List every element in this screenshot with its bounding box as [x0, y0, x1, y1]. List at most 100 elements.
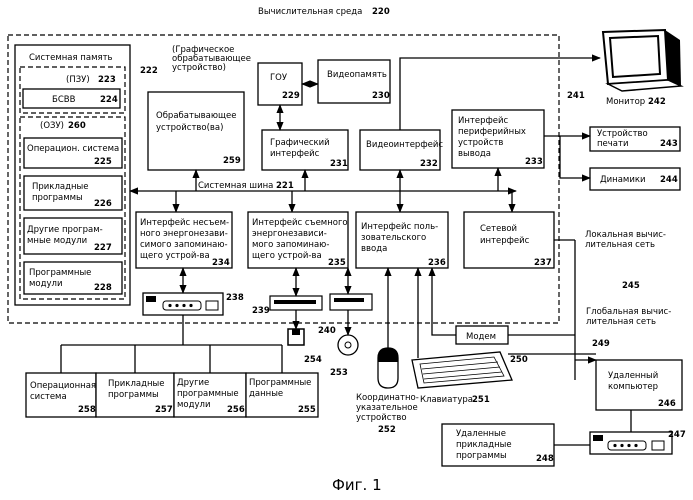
remote-pc-line2: компьютер — [608, 382, 658, 392]
system-memory-title: Системная память — [29, 53, 113, 63]
mouse-line1: Координатно- — [356, 393, 419, 403]
speakers-box: Динамики 244 — [590, 168, 680, 190]
gpu-label: ГОУ — [270, 73, 288, 83]
ref-253: 253 — [330, 368, 348, 378]
cpu-box: Обрабатывающее устройство(ва) 259 — [148, 92, 244, 170]
bbox-apps-line1: Прикладные — [108, 379, 164, 389]
hdd-num: 238 — [226, 293, 244, 303]
monitor-icon — [603, 30, 681, 91]
video-if-label: Видеоинтерфейс — [366, 140, 443, 150]
rem-line2: энергонезависи- — [252, 229, 327, 239]
ref-245: 245 — [622, 281, 640, 291]
bbox-os-line2: система — [30, 392, 67, 402]
other-num: 227 — [94, 243, 112, 253]
bbox-data-line2: данные — [249, 389, 283, 399]
bios-label: БСВВ — [52, 95, 76, 105]
remote-apps-num: 248 — [536, 454, 554, 464]
graphics-if-num: 231 — [330, 159, 348, 169]
graphics-interface-box: Графический интерфейс 231 — [262, 130, 348, 170]
cpu-num: 259 — [223, 156, 241, 166]
nonrem-line4: щего устрой-ва — [140, 251, 210, 261]
periph-if-line2: периферийных — [458, 127, 526, 137]
remote-apps-line3: программы — [456, 451, 507, 461]
video-memory-num: 230 — [372, 91, 390, 101]
gpu-box: ГОУ 229 — [258, 63, 302, 105]
periph-if-line4: вывода — [458, 149, 491, 159]
os-label: Операцион. система — [27, 144, 119, 154]
bbox-data-line1: Программные — [249, 378, 311, 388]
wan-line1: Глобальная вычис- — [586, 307, 671, 317]
network-interface-box: Сетевой интерфейс 237 — [464, 212, 554, 268]
rem-line1: Интерфейс съемного — [252, 218, 348, 228]
cpu-line1: Обрабатывающее — [156, 111, 237, 121]
ref-249: 249 — [592, 339, 610, 349]
remote-hdd-num: 247 — [668, 430, 686, 440]
bbox-os-num: 258 — [78, 405, 96, 415]
ref-240: 240 — [318, 326, 336, 336]
bbox-os-line1: Операционная — [30, 381, 96, 391]
ref-241: 241 — [567, 91, 585, 101]
lan-line1: Локальная вычис- — [585, 230, 666, 240]
modem-label: Модем — [466, 332, 496, 342]
ram-num: 260 — [68, 121, 86, 131]
apps-line2: программы — [32, 193, 83, 203]
system-memory: Системная память (ПЗУ) 223 БСВВ 224 (ОЗУ… — [15, 45, 130, 305]
mouse-line3: устройство — [356, 413, 407, 423]
prog-line1: Программные — [29, 268, 91, 278]
remote-pc-line1: Удаленный — [608, 371, 658, 381]
periph-if-line3: устройств — [458, 138, 503, 148]
graphics-if-line1: Графический — [270, 138, 330, 148]
other-line1: Другие програм- — [27, 225, 103, 235]
nonrem-line1: Интерфейс несъем- — [140, 218, 229, 228]
keyboard-icon — [412, 352, 512, 388]
periph-if-line1: Интерфейс — [458, 116, 509, 126]
printer-line1: Устройство — [597, 129, 648, 139]
nonrem-num: 234 — [212, 258, 230, 268]
rem-num: 235 — [328, 258, 346, 268]
net-line2: интерфейс — [480, 236, 530, 246]
remote-apps-line1: Удаленные — [456, 429, 506, 439]
bbox-apps-num: 257 — [155, 405, 173, 415]
keyboard-label: Клавиатура — [420, 395, 473, 405]
bbox-other-num: 256 — [227, 405, 245, 415]
apps-line1: Прикладные — [32, 182, 88, 192]
mouse-num: 252 — [378, 425, 396, 435]
cpu-line2: устройство(ва) — [156, 123, 223, 133]
ref-250: 250 — [510, 355, 528, 365]
nonrem-line3: симого запоминаю- — [140, 240, 228, 250]
video-interface-box: Видеоинтерфейс 232 — [360, 130, 443, 170]
system-bus-label: Системная шина — [198, 181, 273, 191]
gpu-note-line3: устройство) — [172, 63, 226, 73]
apps-num: 226 — [94, 199, 112, 209]
uin-line1: Интерфейс поль- — [361, 222, 438, 232]
hard-disk-icon — [143, 293, 223, 315]
user-input-interface-box: Интерфейс поль- зовательского ввода 236 — [356, 212, 448, 268]
remote-storage-boxes: Операционная система 258 Прикладные прог… — [26, 373, 318, 417]
net-num: 237 — [534, 258, 552, 268]
monitor-label: Монитор — [606, 97, 645, 107]
gpu-num: 229 — [282, 91, 300, 101]
diagram-title: Вычислительная среда — [258, 7, 362, 17]
os-num: 225 — [94, 157, 112, 167]
cd-drive-icon — [330, 294, 372, 310]
ram-label: (ОЗУ) — [40, 121, 64, 131]
rom-num: 223 — [98, 75, 116, 85]
rem-line3: мого запоминаю- — [252, 240, 329, 250]
system-bus-num: 221 — [276, 181, 294, 191]
cd-disk-icon — [338, 335, 358, 355]
ref-239: 239 — [252, 306, 270, 316]
bbox-other-line1: Другие — [177, 378, 209, 388]
removable-interface-box: Интерфейс съемного энергонезависи- мого … — [248, 212, 348, 268]
remote-apps-box: Удаленные прикладные программы 248 — [442, 424, 554, 466]
bbox-other-line3: модули — [177, 400, 210, 410]
lan-line2: лительная сеть — [585, 240, 655, 250]
rom-label: (ПЗУ) — [66, 75, 90, 85]
floppy-drive-icon — [270, 296, 322, 310]
net-line1: Сетевой — [480, 224, 517, 234]
bbox-apps-line2: программы — [108, 390, 159, 400]
speakers-num: 244 — [660, 175, 678, 185]
floppy-disk-icon — [288, 329, 304, 345]
ref-254: 254 — [304, 355, 322, 365]
remote-hard-disk-icon — [590, 432, 672, 454]
